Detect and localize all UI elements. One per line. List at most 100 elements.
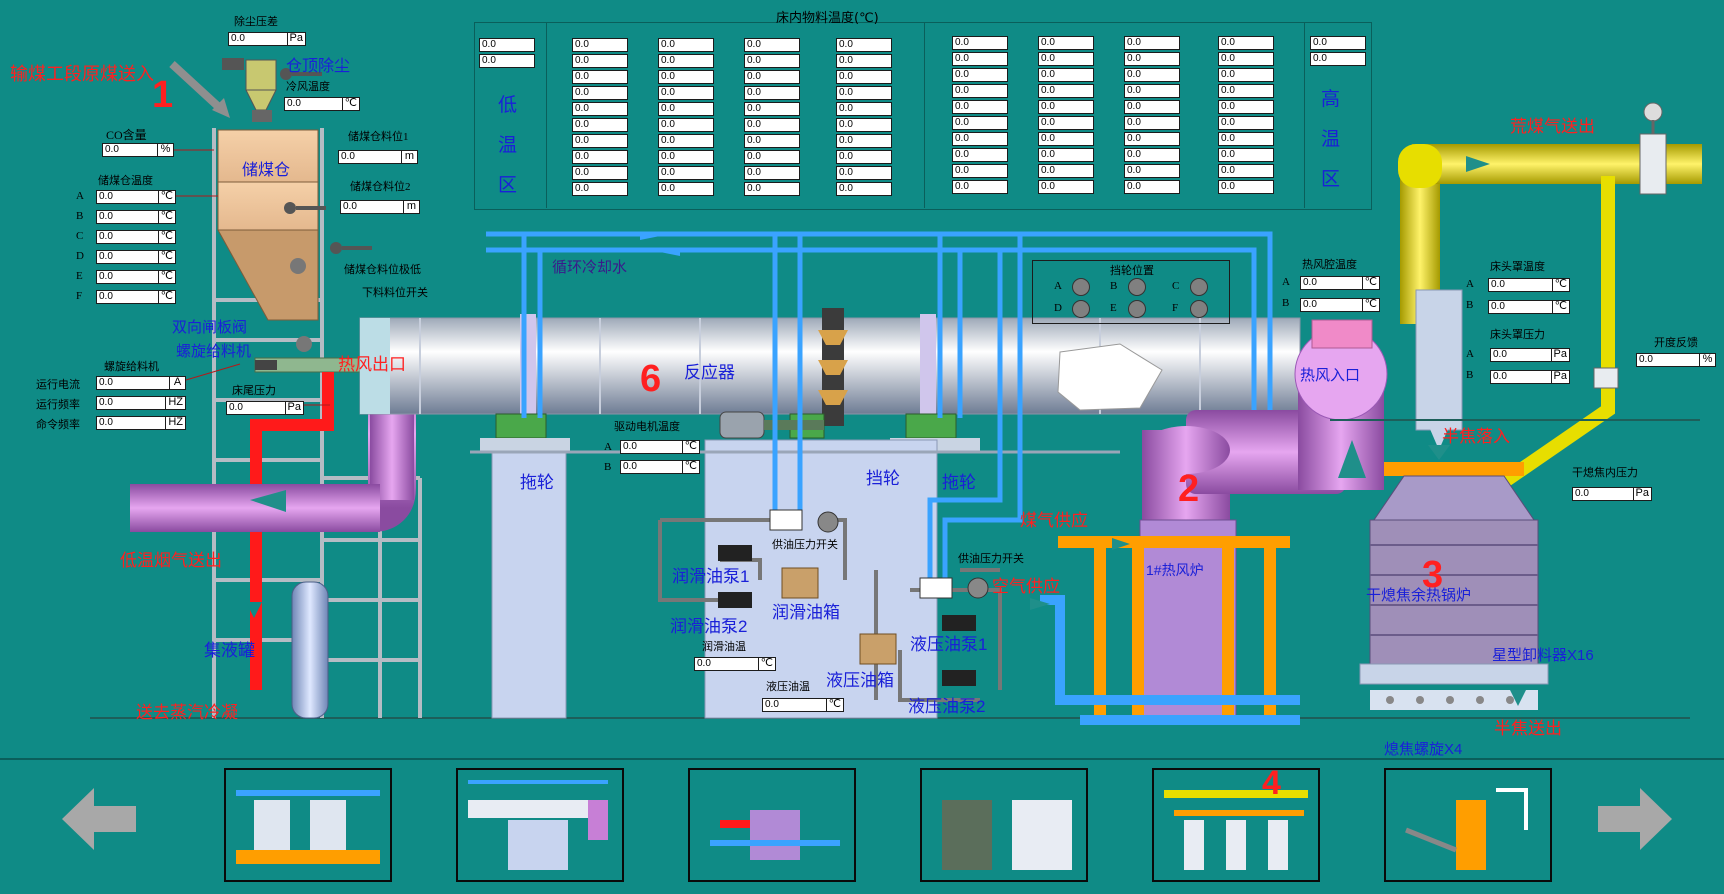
- bed-right-field-c2-r5[interactable]: 0.0: [1038, 100, 1094, 114]
- bed-right-field-c2-r10[interactable]: 0.0: [1038, 180, 1094, 194]
- bed-left-field-c3-r6[interactable]: 0.0: [744, 118, 800, 132]
- bed-left-field-c4-r8[interactable]: 0.0: [836, 150, 892, 164]
- bed-right-field-c2-r6[interactable]: 0.0: [1038, 116, 1094, 130]
- silo-temp-field-3[interactable]: 0.0℃: [96, 230, 176, 244]
- low-side-field-2[interactable]: 0.0: [479, 54, 535, 68]
- bed-right-field-c4-r3[interactable]: 0.0: [1218, 68, 1274, 82]
- bed-right-field-c3-r9[interactable]: 0.0: [1124, 164, 1180, 178]
- silo-temp-field-1[interactable]: 0.0℃: [96, 190, 176, 204]
- bed-right-field-c3-r7[interactable]: 0.0: [1124, 132, 1180, 146]
- bed-right-field-c1-r10[interactable]: 0.0: [952, 180, 1008, 194]
- bed-right-field-c1-r7[interactable]: 0.0: [952, 132, 1008, 146]
- bed-left-field-c4-r2[interactable]: 0.0: [836, 54, 892, 68]
- bed-right-field-c1-r9[interactable]: 0.0: [952, 164, 1008, 178]
- bed-left-field-c3-r3[interactable]: 0.0: [744, 70, 800, 84]
- bed-right-field-c3-r4[interactable]: 0.0: [1124, 84, 1180, 98]
- co-field[interactable]: 0.0%: [102, 143, 174, 157]
- bed-right-field-c2-r4[interactable]: 0.0: [1038, 84, 1094, 98]
- bed-left-field-c1-r8[interactable]: 0.0: [572, 150, 628, 164]
- bed-left-field-c2-r3[interactable]: 0.0: [658, 70, 714, 84]
- low-side-field-1[interactable]: 0.0: [479, 38, 535, 52]
- thumb-3[interactable]: [688, 768, 856, 882]
- bed-right-field-c1-r1[interactable]: 0.0: [952, 36, 1008, 50]
- bed-left-field-c2-r8[interactable]: 0.0: [658, 150, 714, 164]
- silo-temp-field-6[interactable]: 0.0℃: [96, 290, 176, 304]
- hot-air-temp-a-field[interactable]: 0.0℃: [1300, 276, 1380, 290]
- bed-left-field-c2-r1[interactable]: 0.0: [658, 38, 714, 52]
- bed-right-field-c3-r8[interactable]: 0.0: [1124, 148, 1180, 162]
- bed-left-field-c2-r2[interactable]: 0.0: [658, 54, 714, 68]
- bed-left-field-c1-r1[interactable]: 0.0: [572, 38, 628, 52]
- bed-left-field-c4-r10[interactable]: 0.0: [836, 182, 892, 196]
- bed-left-field-c3-r4[interactable]: 0.0: [744, 86, 800, 100]
- thumb-4[interactable]: [920, 768, 1088, 882]
- bed-right-field-c3-r3[interactable]: 0.0: [1124, 68, 1180, 82]
- bed-left-field-c2-r9[interactable]: 0.0: [658, 166, 714, 180]
- bed-left-field-c3-r9[interactable]: 0.0: [744, 166, 800, 180]
- bed-right-field-c1-r5[interactable]: 0.0: [952, 100, 1008, 114]
- bed-right-field-c2-r3[interactable]: 0.0: [1038, 68, 1094, 82]
- opening-feedback-field[interactable]: 0.0%: [1636, 353, 1716, 367]
- bed-right-field-c3-r5[interactable]: 0.0: [1124, 100, 1180, 114]
- bed-right-field-c4-r8[interactable]: 0.0: [1218, 148, 1274, 162]
- bed-right-field-c1-r8[interactable]: 0.0: [952, 148, 1008, 162]
- motor-temp-a-field[interactable]: 0.0℃: [620, 440, 700, 454]
- bed-right-field-c4-r7[interactable]: 0.0: [1218, 132, 1274, 146]
- bed-right-field-c2-r9[interactable]: 0.0: [1038, 164, 1094, 178]
- bed-left-field-c3-r5[interactable]: 0.0: [744, 102, 800, 116]
- silo-temp-field-5[interactable]: 0.0℃: [96, 270, 176, 284]
- bed-right-field-c3-r2[interactable]: 0.0: [1124, 52, 1180, 66]
- bed-right-field-c1-r2[interactable]: 0.0: [952, 52, 1008, 66]
- lube-temp-field[interactable]: 0.0℃: [694, 657, 776, 671]
- high-side-field-2[interactable]: 0.0: [1310, 52, 1366, 66]
- bed-left-field-c3-r1[interactable]: 0.0: [744, 38, 800, 52]
- hot-air-temp-b-field[interactable]: 0.0℃: [1300, 298, 1380, 312]
- bed-right-field-c2-r7[interactable]: 0.0: [1038, 132, 1094, 146]
- next-arrow-icon[interactable]: [1598, 788, 1672, 850]
- bed-right-field-c2-r2[interactable]: 0.0: [1038, 52, 1094, 66]
- bed-right-field-c1-r3[interactable]: 0.0: [952, 68, 1008, 82]
- bed-right-field-c4-r9[interactable]: 0.0: [1218, 164, 1274, 178]
- head-temp-b-field[interactable]: 0.0℃: [1488, 300, 1570, 314]
- bed-left-field-c1-r3[interactable]: 0.0: [572, 70, 628, 84]
- head-temp-a-field[interactable]: 0.0℃: [1488, 278, 1570, 292]
- thumb-1[interactable]: [224, 768, 392, 882]
- bed-left-field-c3-r7[interactable]: 0.0: [744, 134, 800, 148]
- bed-left-field-c1-r9[interactable]: 0.0: [572, 166, 628, 180]
- bed-right-field-c3-r1[interactable]: 0.0: [1124, 36, 1180, 50]
- bed-left-field-c2-r4[interactable]: 0.0: [658, 86, 714, 100]
- bed-right-field-c3-r6[interactable]: 0.0: [1124, 116, 1180, 130]
- thumb-2[interactable]: [456, 768, 624, 882]
- bed-right-field-c1-r4[interactable]: 0.0: [952, 84, 1008, 98]
- bed-left-field-c4-r9[interactable]: 0.0: [836, 166, 892, 180]
- bed-right-field-c4-r6[interactable]: 0.0: [1218, 116, 1274, 130]
- silo-temp-field-4[interactable]: 0.0℃: [96, 250, 176, 264]
- bed-right-field-c4-r4[interactable]: 0.0: [1218, 84, 1274, 98]
- high-side-field-1[interactable]: 0.0: [1310, 36, 1366, 50]
- motor-temp-b-field[interactable]: 0.0℃: [620, 460, 700, 474]
- bed-left-field-c3-r8[interactable]: 0.0: [744, 150, 800, 164]
- bed-left-field-c2-r5[interactable]: 0.0: [658, 102, 714, 116]
- bed-left-field-c3-r10[interactable]: 0.0: [744, 182, 800, 196]
- bed-right-field-c3-r10[interactable]: 0.0: [1124, 180, 1180, 194]
- thumb-5[interactable]: 4: [1152, 768, 1320, 882]
- bed-right-field-c4-r2[interactable]: 0.0: [1218, 52, 1274, 66]
- bed-left-field-c2-r6[interactable]: 0.0: [658, 118, 714, 132]
- bed-left-field-c1-r10[interactable]: 0.0: [572, 182, 628, 196]
- silo-temp-field-2[interactable]: 0.0℃: [96, 210, 176, 224]
- bed-left-field-c4-r3[interactable]: 0.0: [836, 70, 892, 84]
- bed-left-field-c1-r7[interactable]: 0.0: [572, 134, 628, 148]
- bed-left-field-c3-r2[interactable]: 0.0: [744, 54, 800, 68]
- thumb-6[interactable]: [1384, 768, 1552, 882]
- bed-left-field-c1-r6[interactable]: 0.0: [572, 118, 628, 132]
- bed-right-field-c1-r6[interactable]: 0.0: [952, 116, 1008, 130]
